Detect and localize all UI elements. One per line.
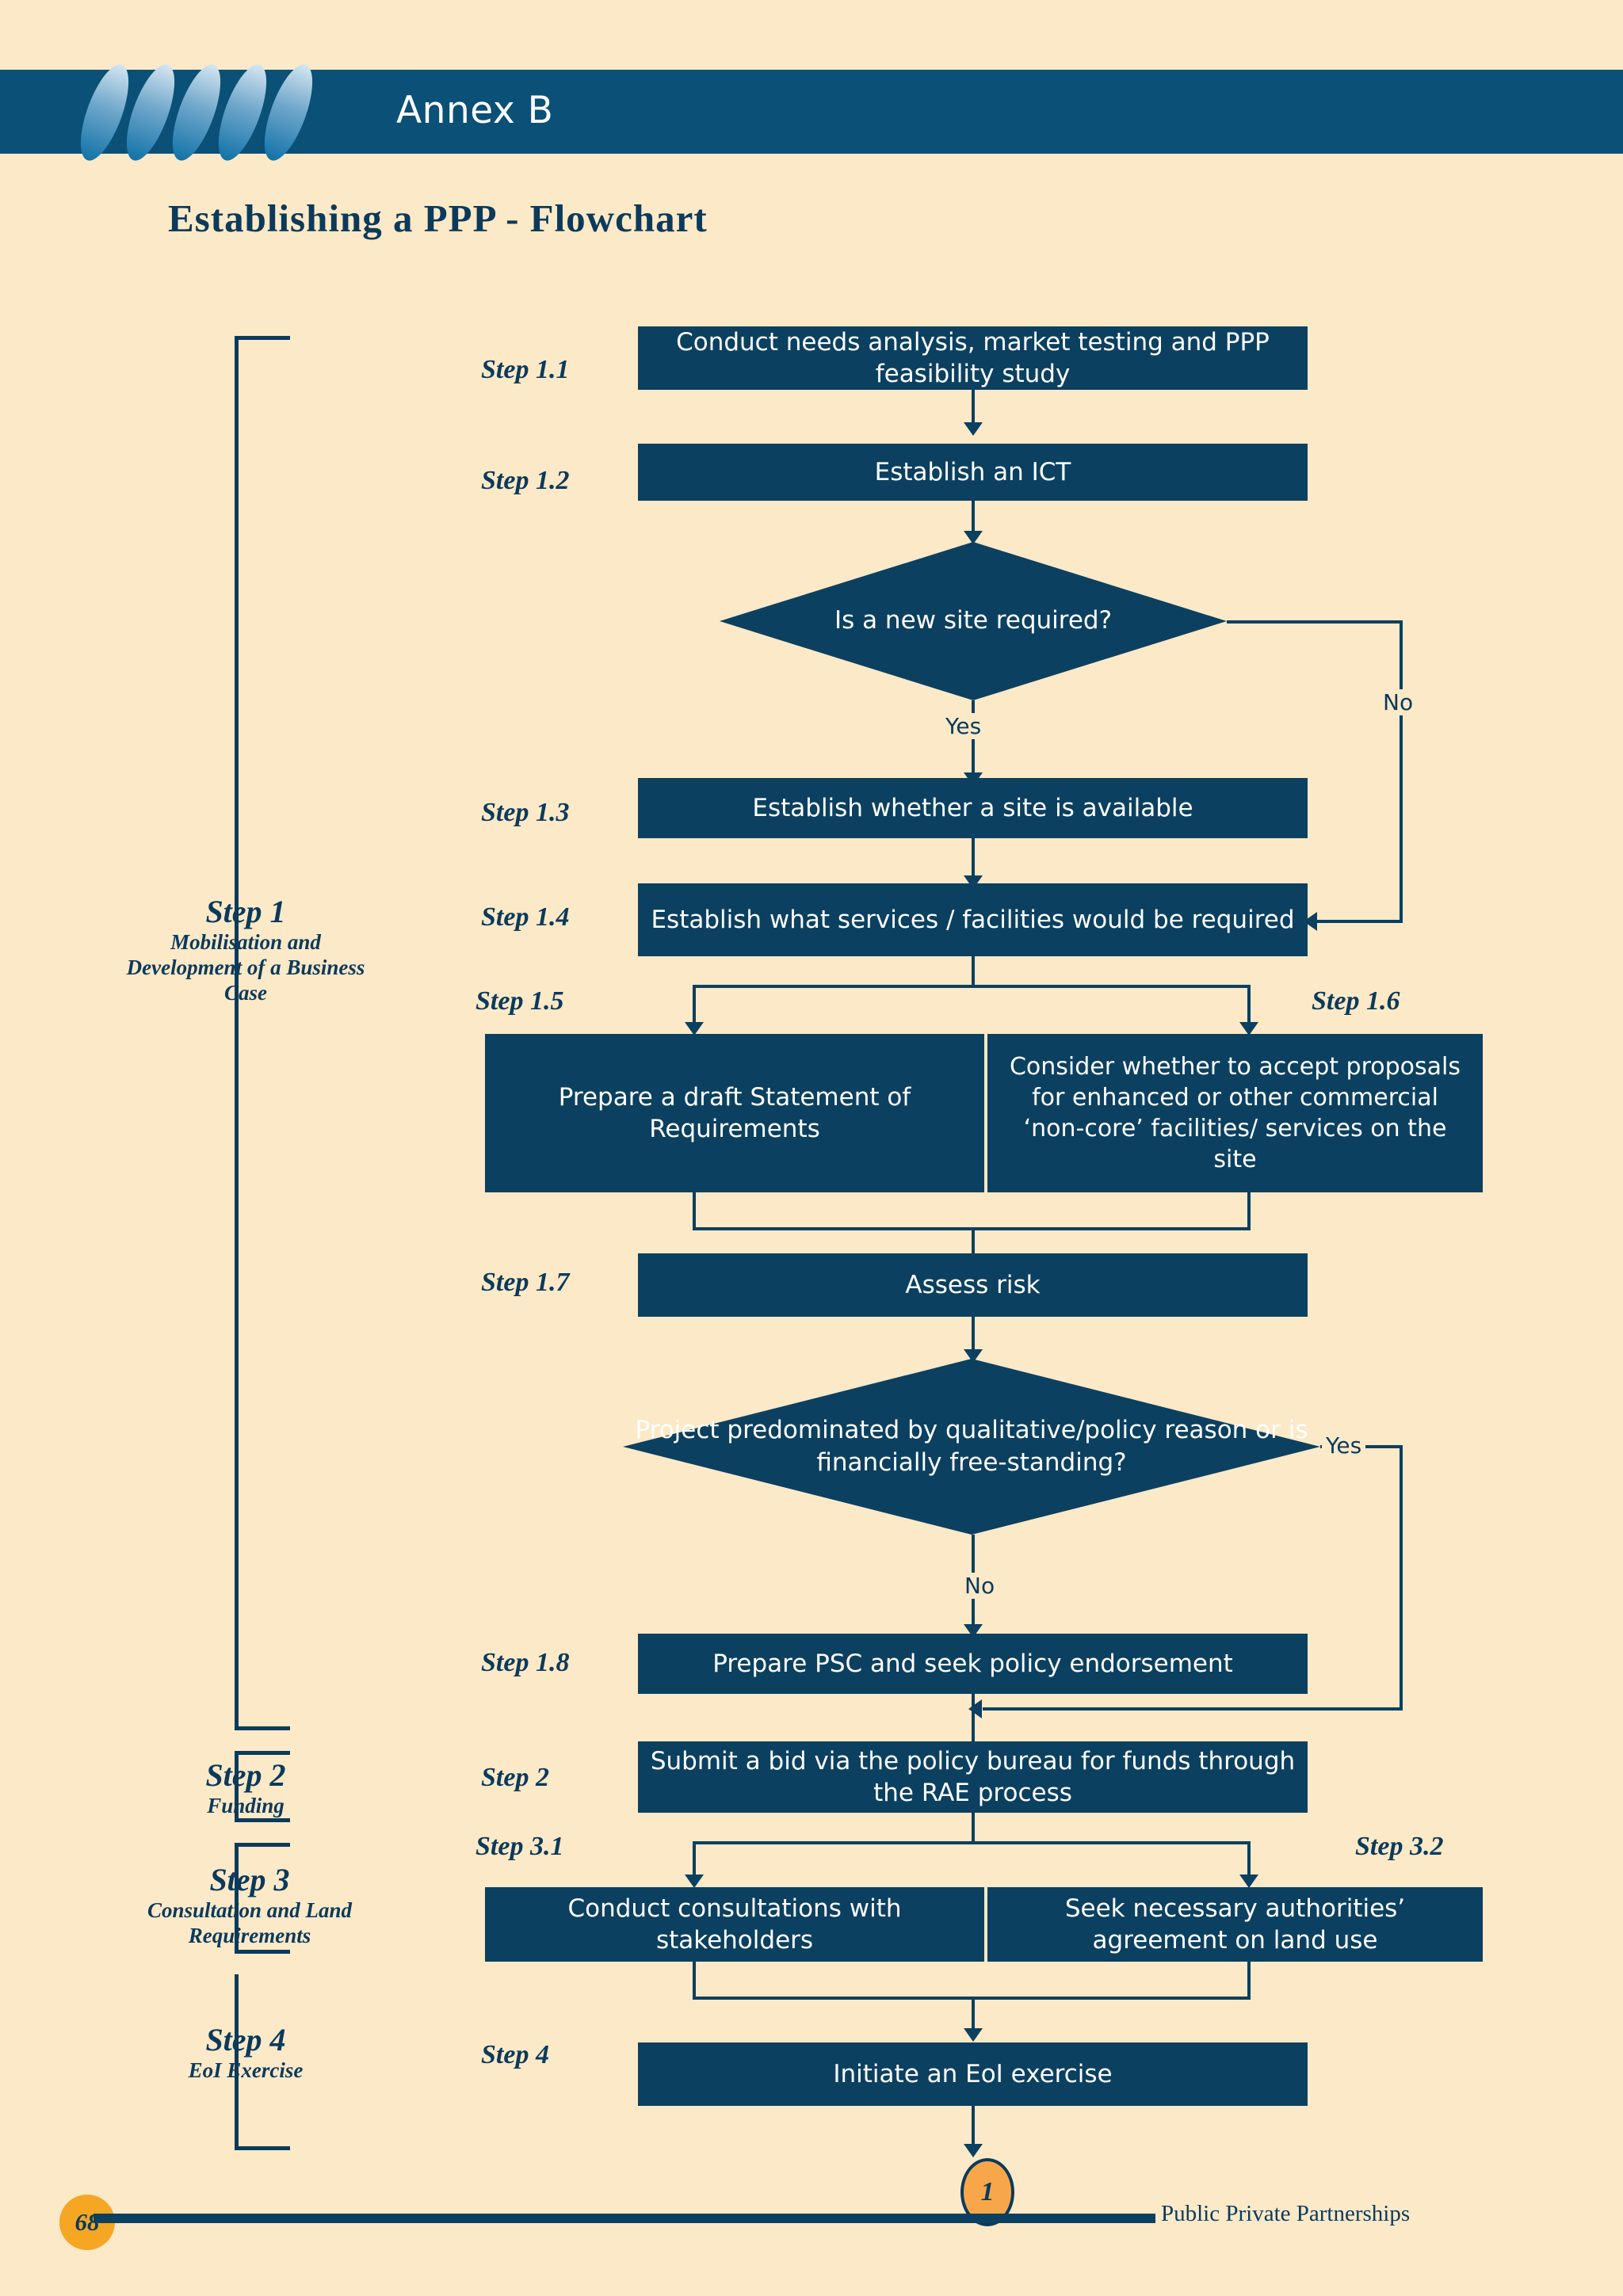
bracket-step-4-spine: [235, 1974, 239, 2150]
arrowhead-to-1-6: [1239, 1022, 1258, 1035]
edge-label-d2-no: No: [960, 1573, 999, 1599]
edge-1-1-to-1-2: [972, 390, 975, 426]
phase-label-step-1: Step 1 Mobilisation and Development of a…: [119, 894, 372, 1006]
edge-1-3-to-1-4: [972, 838, 975, 879]
phase-4-title: Step 4: [205, 2022, 286, 2058]
swoosh-decoration-icon: [80, 64, 313, 161]
phase-2-subtitle: Funding: [207, 1794, 285, 1817]
edge-merge-to-1-7: [972, 1227, 975, 1261]
edge-d1-no-v: [1400, 620, 1403, 921]
bracket-step-3-spine: [235, 1843, 239, 1954]
node-1-8: Prepare PSC and seek policy endorsement: [638, 1634, 1308, 1694]
bracket-step-2-bottom-tick: [235, 1818, 290, 1822]
node-1-3: Establish whether a site is available: [638, 778, 1308, 838]
arrowhead-to-1-5: [685, 1022, 704, 1035]
edge-2-split-bar: [694, 1841, 1251, 1844]
arrowhead-to-d2: [964, 1349, 983, 1363]
edge-1-2-to-d1: [972, 501, 975, 536]
edge-1-4-split-stem: [972, 956, 975, 988]
decision-1: Is a new site required?: [720, 542, 1227, 700]
node-1-7: Assess risk: [638, 1253, 1308, 1317]
step-tag-1-2: Step 1.2: [481, 466, 570, 495]
node-1-6: Consider whether to accept proposals for…: [987, 1034, 1483, 1192]
phase-3-title: Step 3: [209, 1862, 290, 1897]
arrowhead-to-d1: [964, 531, 983, 544]
phase-1-subtitle: Mobilisation and Development of a Busine…: [126, 930, 365, 1005]
edge-label-d1-yes: Yes: [941, 713, 986, 739]
edge-d1-no-h2: [1316, 920, 1403, 923]
edge-1-4-to-1-6: [1247, 985, 1251, 1026]
step-tag-1-7: Step 1.7: [481, 1268, 570, 1297]
phase-3-subtitle: Consultation and Land Requirements: [147, 1898, 353, 1947]
edge-label-d2-yes: Yes: [1322, 1432, 1366, 1459]
edge-2-to-3-1: [693, 1841, 696, 1879]
step-tag-4: Step 4: [481, 2040, 549, 2069]
step-tag-1-3: Step 1.3: [481, 798, 570, 827]
bracket-step-1-top-tick: [235, 336, 290, 340]
node-3-1: Conduct consultations with stakeholders: [485, 1887, 984, 1962]
edge-1-4-split-bar: [694, 985, 1251, 988]
edge-2-to-3-2: [1247, 1841, 1251, 1879]
node-3-2: Seek necessary authorities’ agreement on…: [987, 1887, 1483, 1962]
arrowhead-to-4: [964, 2028, 983, 2042]
step-tag-3-1: Step 3.1: [475, 1832, 564, 1861]
bracket-step-2-spine: [235, 1751, 239, 1822]
step-tag-1-5: Step 1.5: [475, 986, 564, 1016]
edge-3-1-down: [693, 1962, 696, 2000]
page-title: Establishing a PPP - Flowchart: [168, 196, 708, 240]
edge-label-d1-no: No: [1379, 689, 1418, 715]
step-tag-2: Step 2: [481, 1763, 549, 1792]
phase-2-title: Step 2: [205, 1757, 286, 1793]
step-tag-3-2: Step 3.2: [1355, 1832, 1444, 1861]
edge-1-7-to-d2: [972, 1317, 975, 1355]
node-1-1: Conduct needs analysis, market testing a…: [638, 326, 1308, 390]
step-tag-1-8: Step 1.8: [481, 1648, 570, 1677]
node-1-2: Establish an ICT: [638, 444, 1308, 501]
phase-4-subtitle: EoI Exercise: [188, 2058, 304, 2082]
arrowhead-d2-yes: [968, 1699, 982, 1718]
bracket-step-3-top-tick: [235, 1843, 290, 1847]
node-1-4: Establish what services / facilities wou…: [638, 883, 1308, 956]
footer-running-title: Public Private Partnerships: [1161, 2201, 1411, 2226]
arrowhead-to-connector: [964, 2144, 983, 2157]
phase-label-step-3: Step 3 Consultation and Land Requirement…: [111, 1862, 388, 1949]
step-tag-1-1: Step 1.1: [481, 355, 570, 384]
node-4: Initiate an EoI exercise: [638, 2042, 1308, 2106]
footer-rule: [94, 2214, 1155, 2223]
edge-3-2-down: [1247, 1962, 1251, 2000]
decision-2: Project predominated by qualitative/poli…: [623, 1359, 1320, 1535]
edge-4-to-connector: [972, 2106, 975, 2150]
phase-1-title: Step 1: [205, 894, 286, 929]
edge-1-6-down: [1247, 1192, 1251, 1230]
bracket-step-1-spine: [235, 336, 239, 1730]
edge-d2-yes-v: [1400, 1445, 1403, 1711]
arrowhead-to-3-2: [1239, 1875, 1258, 1888]
node-2: Submit a bid via the policy bureau for f…: [638, 1741, 1308, 1813]
edge-d1-no-h1: [1227, 620, 1403, 624]
diamond-shape-1: [720, 542, 1227, 700]
edge-merge-to-4: [972, 1997, 975, 2033]
phase-label-step-4: Step 4 EoI Exercise: [127, 2022, 365, 2084]
bracket-step-2-top-tick: [235, 1751, 290, 1755]
bracket-step-3-bottom-tick: [235, 1950, 290, 1954]
edge-1-8-to-2: [972, 1694, 975, 1743]
edge-d2-yes-h2: [983, 1707, 1401, 1711]
edge-2-split-stem: [972, 1813, 975, 1844]
bracket-step-1-bottom-tick: [235, 1726, 290, 1730]
arrowhead-to-3-1: [685, 1875, 704, 1888]
annex-label: Annex B: [396, 89, 554, 132]
arrowhead-to-1-2: [964, 422, 983, 436]
edge-1-5-down: [693, 1192, 696, 1230]
step-tag-1-6: Step 1.6: [1312, 986, 1400, 1016]
diamond-shape-2: [623, 1359, 1320, 1535]
bracket-step-4-bottom-tick: [235, 2146, 290, 2150]
phase-label-step-2: Step 2 Funding: [127, 1757, 365, 1819]
edge-1-4-to-1-5: [693, 985, 696, 1026]
step-tag-1-4: Step 1.4: [481, 902, 570, 932]
node-1-5: Prepare a draft Statement of Requirement…: [485, 1034, 984, 1192]
